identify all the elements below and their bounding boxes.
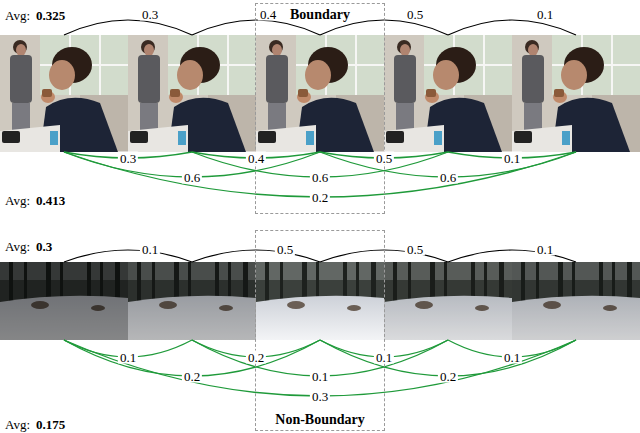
similarity-score: 0.2: [310, 191, 330, 204]
video-frame: [128, 262, 256, 340]
similarity-score: 0.2: [182, 370, 202, 383]
similarity-score: 0.1: [535, 243, 555, 256]
similarity-score: 0.5: [405, 243, 425, 256]
average-caption: Avg:: [3, 9, 32, 22]
average-value: 0.3: [34, 240, 54, 253]
average-caption: Avg:: [3, 240, 32, 253]
similarity-score: 0.5: [275, 243, 295, 256]
video-frame: [384, 35, 512, 152]
similarity-score: 0.2: [246, 351, 266, 364]
similarity-score: 0.3: [310, 390, 330, 403]
video-frame: [128, 35, 256, 152]
similarity-arc: [64, 20, 192, 35]
similarity-arc: [192, 250, 320, 262]
similarity-score: 0.6: [182, 171, 202, 184]
similarity-score: 0.1: [535, 8, 555, 21]
video-frame: [384, 262, 512, 340]
similarity-arc: [64, 250, 192, 262]
similarity-score: 0.1: [502, 351, 522, 364]
average-value: 0.175: [34, 418, 67, 431]
similarity-score: 0.1: [118, 351, 138, 364]
video-frame: [256, 262, 384, 340]
average-value: 0.413: [34, 194, 67, 207]
similarity-arc: [448, 20, 576, 35]
adjacent-arcs: [64, 20, 576, 262]
similarity-arc: [448, 250, 576, 262]
frame-shade: [512, 262, 640, 340]
all-pair-arcs: [64, 152, 576, 396]
similarity-score: 0.2: [438, 370, 458, 383]
similarity-score: 0.6: [438, 171, 458, 184]
region-title: Boundary: [288, 7, 352, 22]
similarity-score: 0.3: [118, 152, 138, 165]
similarity-score: 0.5: [405, 8, 425, 21]
average-caption: Avg:: [3, 418, 32, 431]
frame-shade: [384, 262, 512, 340]
similarity-score: 0.6: [310, 171, 330, 184]
video-frame: [256, 35, 384, 152]
average-caption: Avg:: [3, 194, 32, 207]
similarity-score: 0.4: [246, 152, 266, 165]
similarity-score: 0.1: [502, 152, 522, 165]
average-value: 0.325: [34, 9, 67, 22]
similarity-score: 0.1: [140, 243, 160, 256]
video-frame: [0, 262, 128, 340]
similarity-score: 0.1: [310, 370, 330, 383]
boundary-frames: [0, 35, 640, 152]
frame-shade: [0, 262, 128, 340]
video-frame: [512, 35, 640, 152]
frame-shade: [128, 262, 256, 340]
non-boundary-frames: [0, 262, 640, 340]
similarity-score: 0.5: [374, 152, 394, 165]
video-frame: [0, 35, 128, 152]
similarity-score: 0.1: [374, 351, 394, 364]
video-frame: [512, 262, 640, 340]
region-title: Non-Boundary: [273, 412, 366, 427]
similarity-arc: [320, 250, 448, 262]
similarity-arc: [64, 340, 576, 396]
similarity-score: 0.3: [140, 8, 160, 21]
similarity-score: 0.4: [258, 8, 278, 21]
